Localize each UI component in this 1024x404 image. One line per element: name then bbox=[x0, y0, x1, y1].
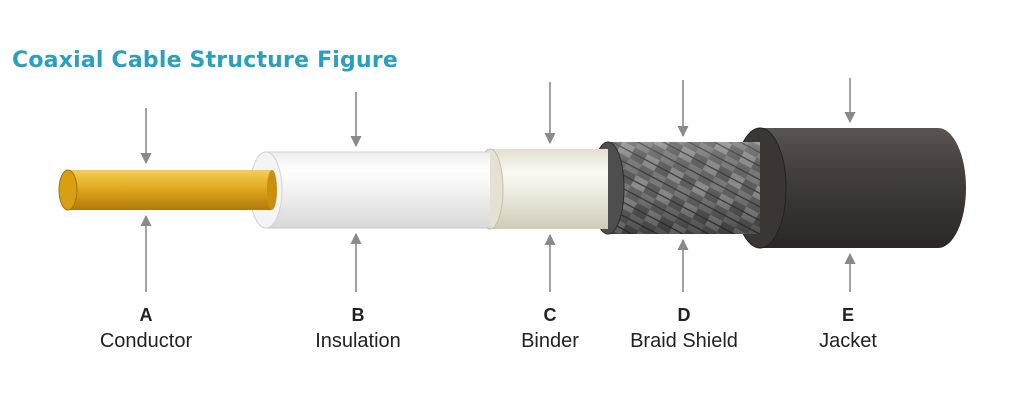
label-conductor: A Conductor bbox=[46, 304, 246, 356]
label-name: Binder bbox=[521, 330, 579, 352]
label-name: Jacket bbox=[819, 330, 877, 352]
braid-shield-layer bbox=[591, 141, 760, 235]
label-letter: E bbox=[841, 305, 854, 325]
label-letter: C bbox=[543, 305, 557, 325]
label-insulation: B Insulation bbox=[258, 304, 458, 356]
figure-title: Coaxial Cable Structure Figure bbox=[12, 48, 399, 73]
insulation-layer bbox=[249, 151, 490, 229]
label-letter: B bbox=[351, 305, 365, 325]
label-binder: C Binder bbox=[450, 304, 650, 356]
label-name: Braid Shield bbox=[630, 330, 738, 352]
label-braid-shield: D Braid Shield bbox=[584, 304, 784, 356]
label-name: Insulation bbox=[315, 330, 401, 352]
label-name: Conductor bbox=[99, 330, 193, 352]
pointer-arrows bbox=[140, 78, 856, 292]
label-jacket: E Jacket bbox=[748, 304, 948, 356]
label-letter: D bbox=[677, 305, 691, 325]
jacket-layer bbox=[733, 127, 966, 249]
conductor-layer bbox=[58, 169, 277, 211]
label-letter: A bbox=[139, 305, 153, 325]
binder-layer bbox=[476, 148, 608, 230]
